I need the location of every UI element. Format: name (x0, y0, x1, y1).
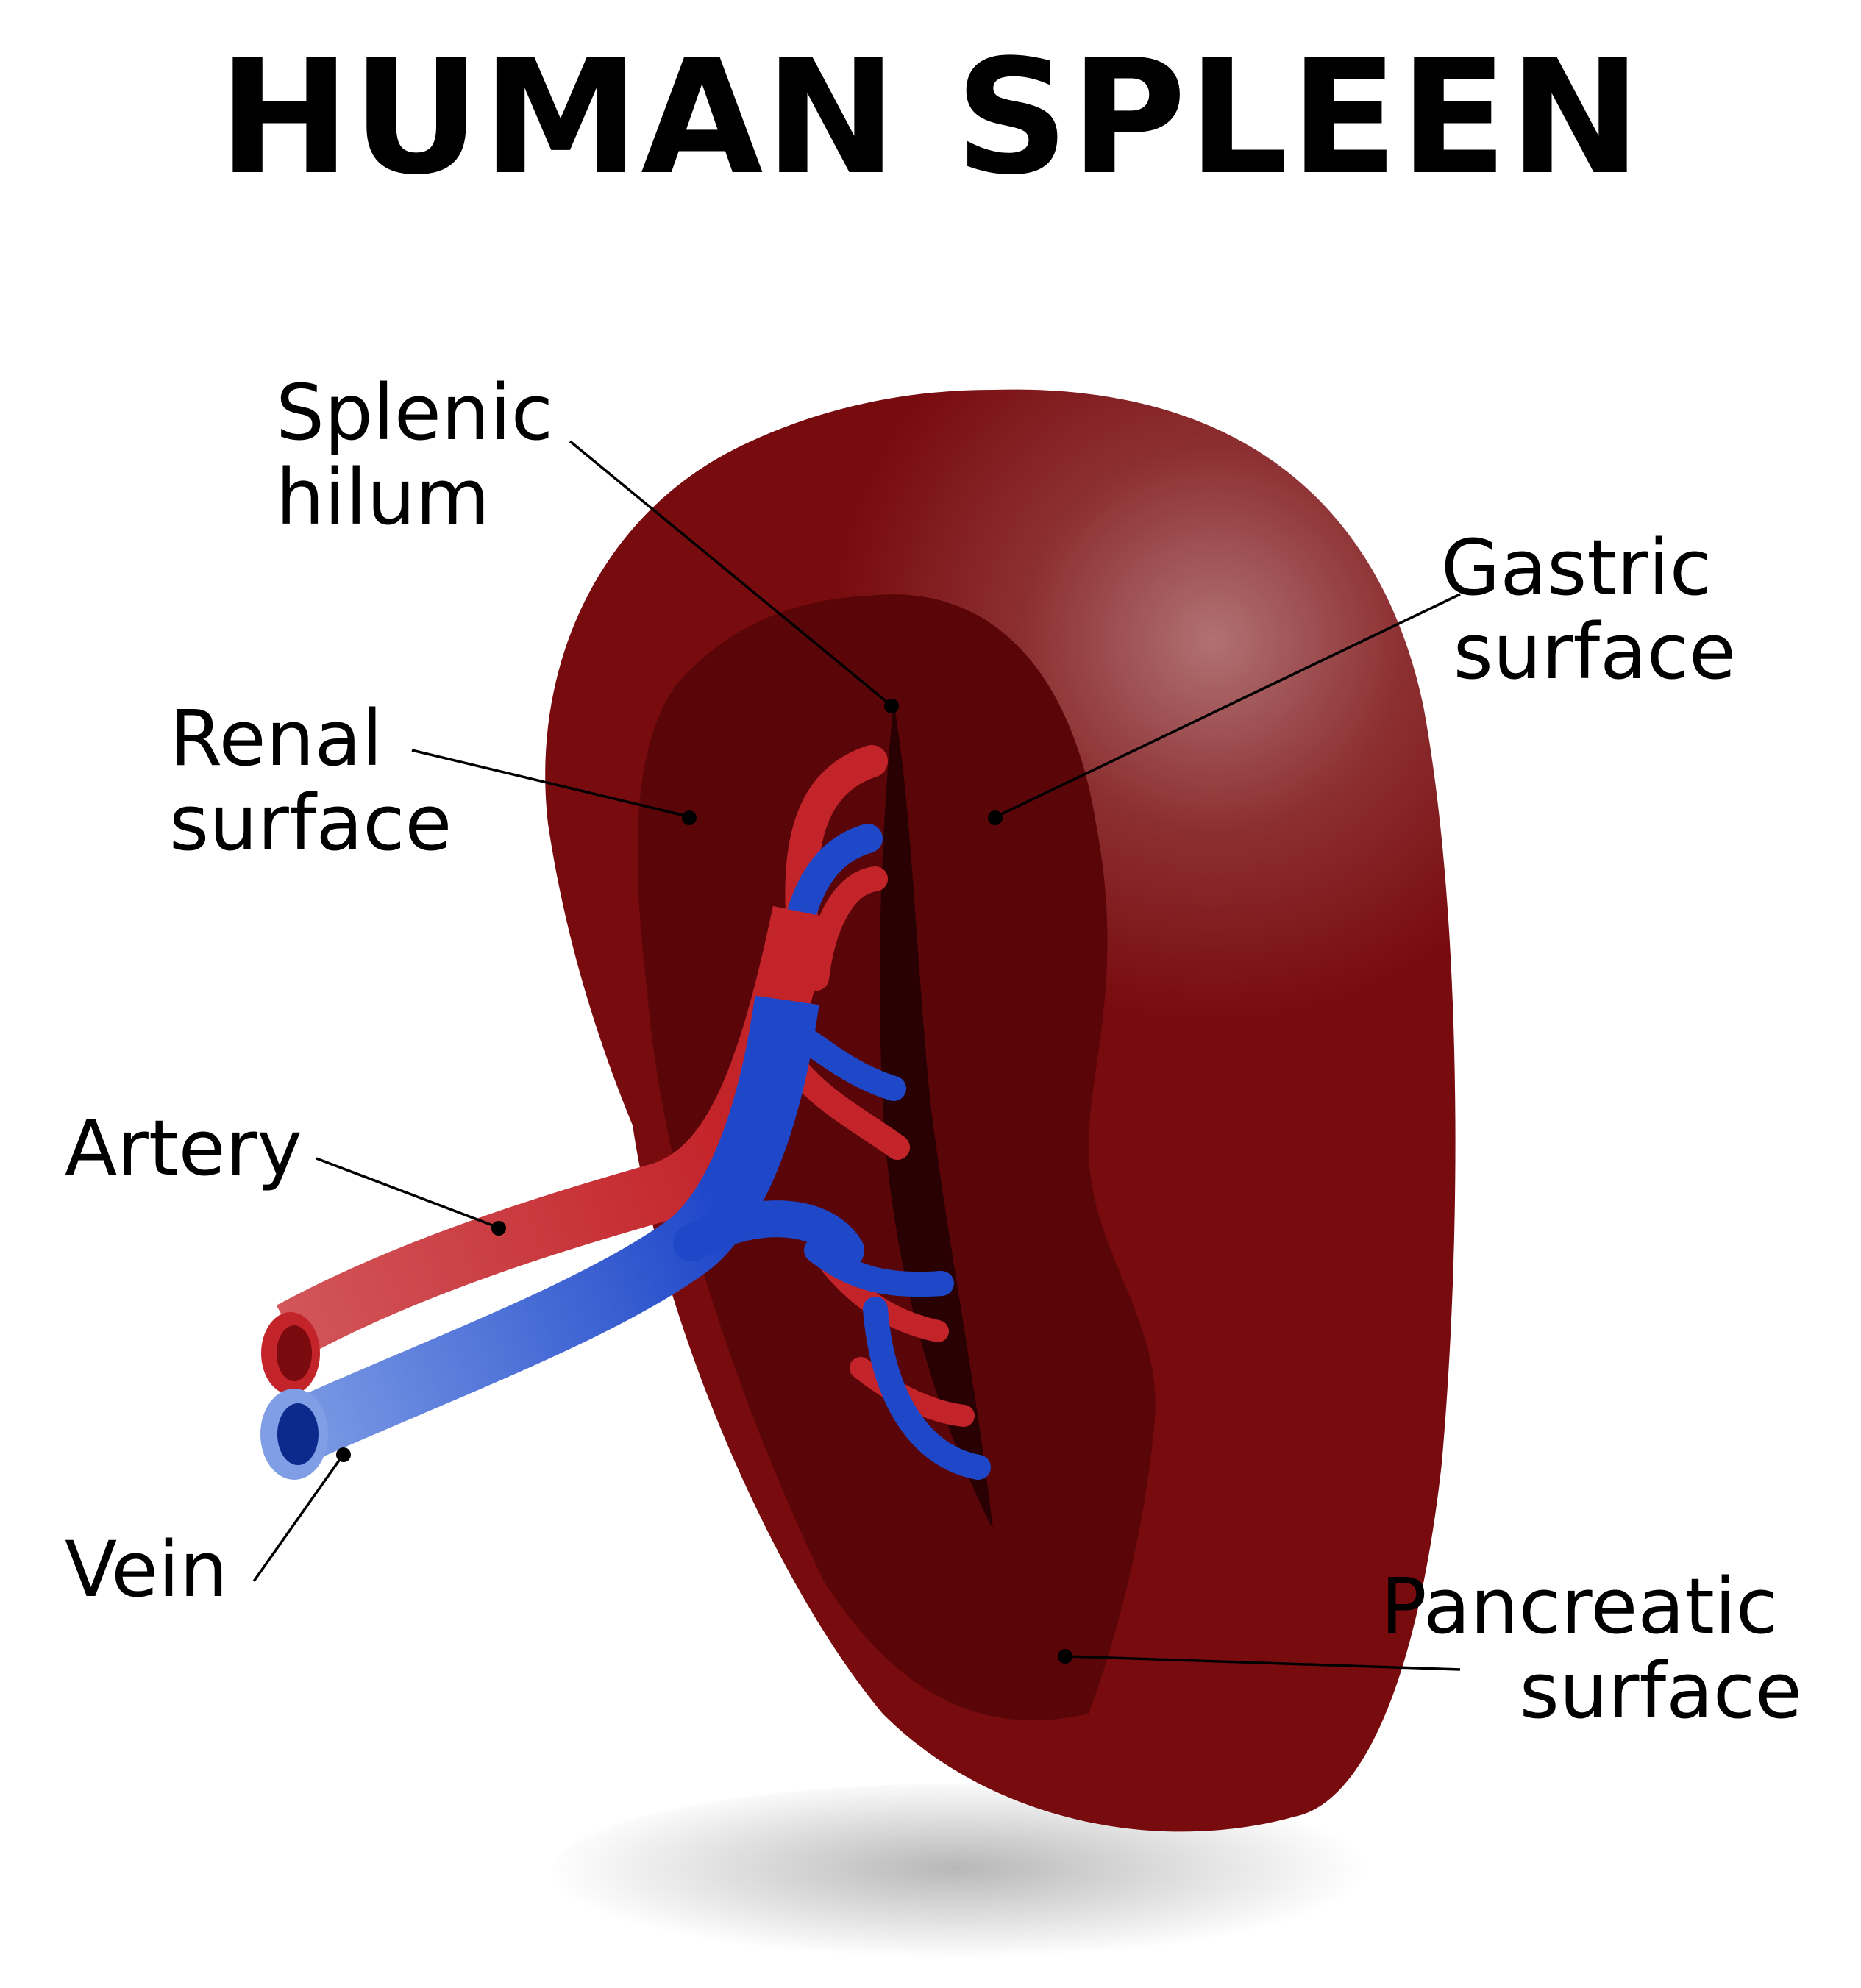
label-splenic-hilum: Splenic hilum (276, 368, 577, 542)
artery-lumen (277, 1325, 312, 1381)
hilum-groove (879, 702, 993, 1530)
label-gastric-surface: Gastric surface (1441, 523, 1736, 696)
leader-renal-surface (411, 749, 697, 825)
leader-gastric-surface (988, 593, 1461, 825)
leader-splenic-hilum (569, 440, 899, 713)
label-artery: Artery (65, 1103, 302, 1193)
leader-artery (316, 1157, 506, 1236)
label-pancreatic-surface: Pancreatic surface (1381, 1561, 1802, 1736)
vein-lumen (277, 1403, 319, 1465)
main-vein (280, 995, 819, 1464)
diagram-title: HUMAN SPLEEN (218, 25, 1643, 210)
label-renal-surface: Renal surface (169, 694, 452, 868)
label-vein: Vein (65, 1525, 228, 1614)
leader-vein (252, 1447, 351, 1583)
vein-lower-branch (673, 1200, 864, 1269)
leader-pancreatic-surface (1058, 1649, 1461, 1671)
